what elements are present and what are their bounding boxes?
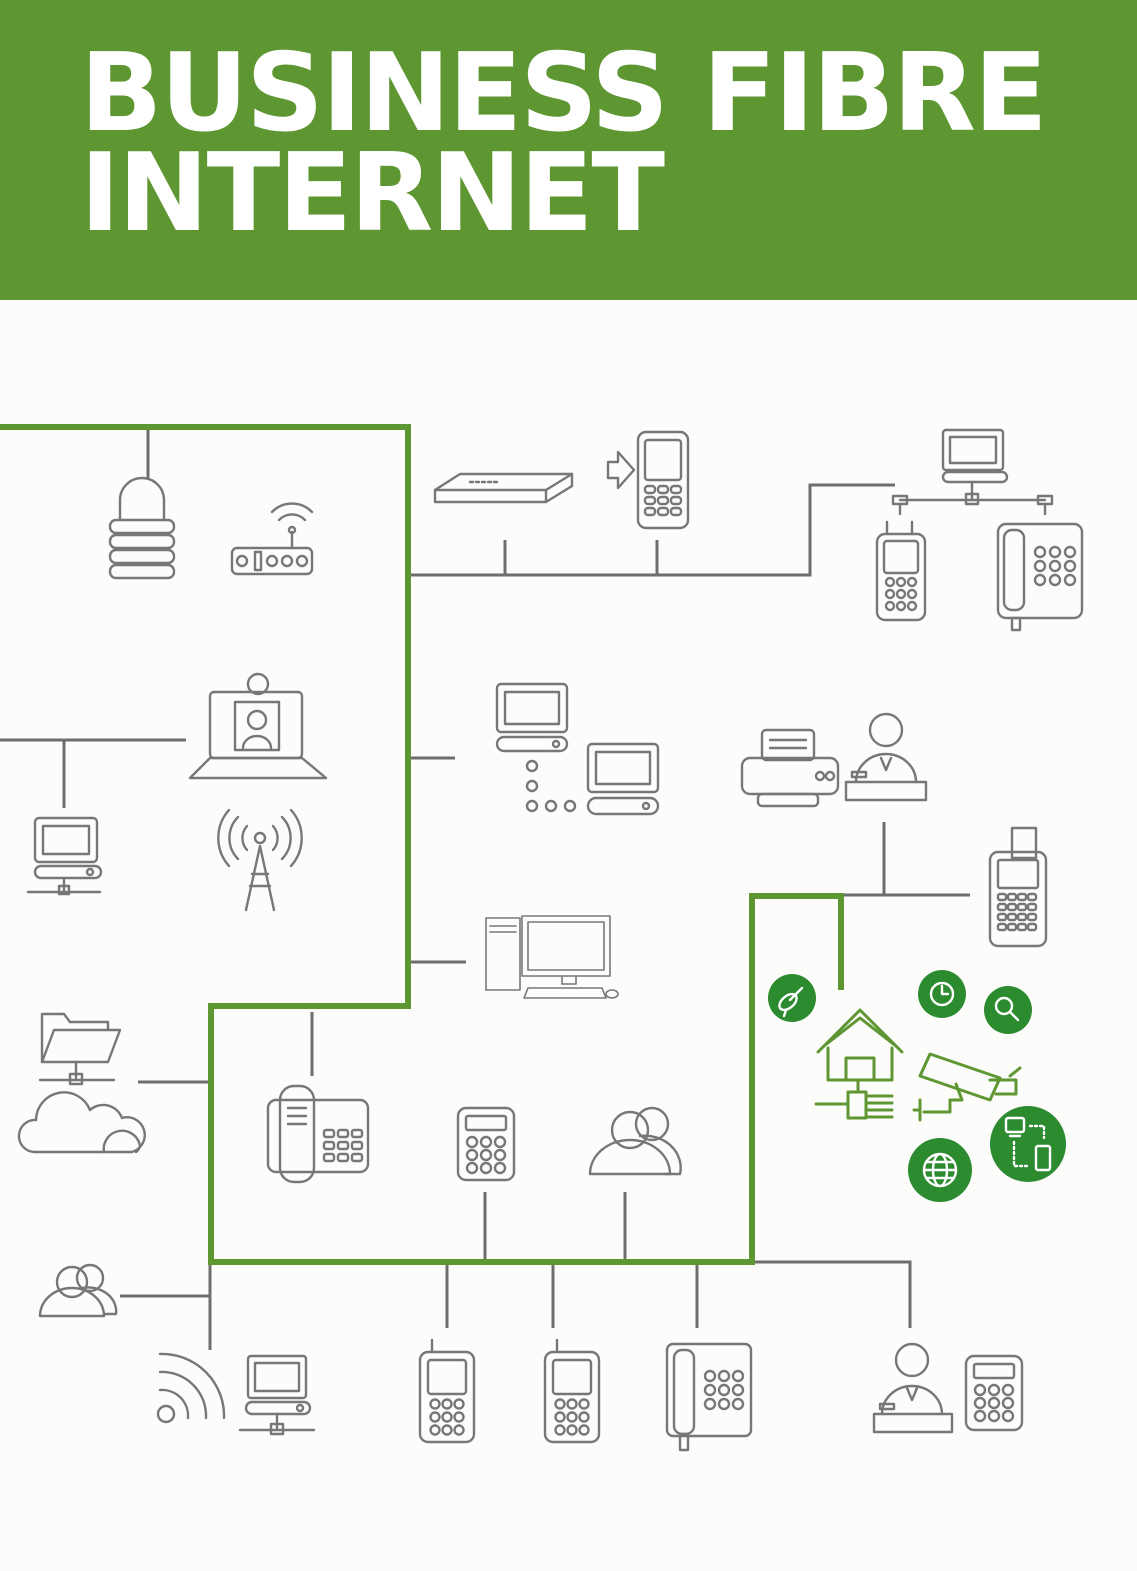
desk-phone-icon [665,1342,753,1452]
security-camera-icon [912,1052,1022,1122]
networked-computer-icon [891,428,1054,516]
calculator-icon [456,1106,516,1182]
computer-icon [26,816,103,896]
smart-home-icon [814,1008,904,1120]
computer-network-icon [495,682,660,816]
folder-network-icon [38,1012,122,1086]
fibre-lines [0,424,844,1265]
users-icon [588,1106,682,1176]
laptop-video-call-icon [188,672,328,780]
network-wires [0,430,970,1350]
cloud-icon [17,1091,146,1154]
network-switch-icon [433,472,574,504]
mobile-phone-icon [606,430,690,530]
desk-phone-icon [996,522,1084,632]
computer-icon [238,1354,316,1436]
calculator-icon [964,1354,1024,1432]
card-terminal-icon [988,826,1048,948]
users-icon [38,1263,118,1318]
office-phone-icon [266,1084,370,1184]
devices-icon [990,1106,1066,1182]
desktop-computer-icon [485,915,619,999]
globe-icon [908,1138,972,1202]
clock-icon [918,970,966,1018]
radio-tower-icon [217,808,303,912]
receptionist-icon [844,712,928,802]
satellite-dish-icon [768,974,816,1022]
printer-icon [740,728,840,808]
search-icon [984,986,1032,1034]
mobile-phone-icon [875,520,927,622]
mobile-phone-icon [543,1338,601,1444]
padlock-icon [108,476,176,580]
header-banner: BUSINESS FIBRE INTERNET [0,0,1137,300]
wifi-router-icon [230,502,314,576]
receptionist-icon [872,1342,954,1434]
wifi-signal-icon [156,1352,226,1424]
page-title-line-1: BUSINESS FIBRE [80,31,1048,156]
network-diagram [0,424,1084,1452]
mobile-phone-icon [418,1338,476,1444]
page-title-line-2: INTERNET [80,131,665,256]
